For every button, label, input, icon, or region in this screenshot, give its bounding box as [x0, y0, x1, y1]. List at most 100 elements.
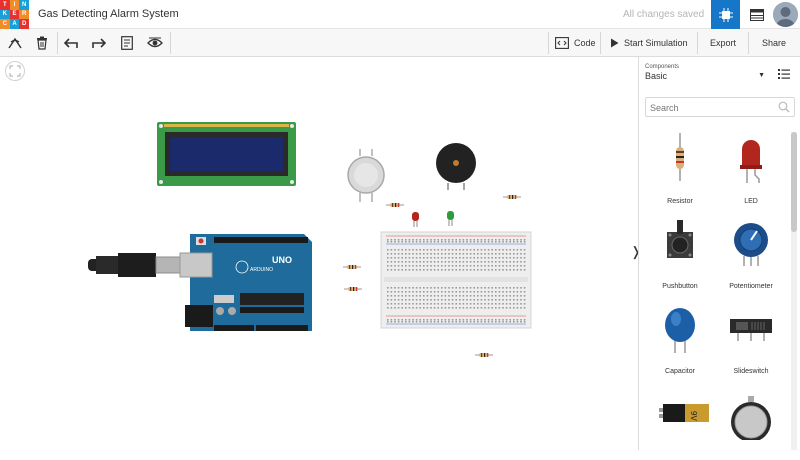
breadboard-hole	[487, 303, 490, 305]
component-tile-resistor[interactable]: Resistor	[645, 125, 715, 205]
breadboard-hole	[394, 321, 396, 323]
breadboard-hole	[394, 241, 396, 243]
code-button[interactable]: Code	[555, 35, 596, 51]
breadboard-hole	[520, 303, 522, 305]
scrollbar-thumb[interactable]	[791, 132, 797, 232]
panel-collapse-toggle[interactable]: ❭	[630, 244, 642, 259]
breadboard[interactable]	[380, 231, 532, 329]
breadboard-hole	[423, 299, 425, 301]
breadboard-hole	[513, 253, 515, 255]
resistor[interactable]	[503, 195, 521, 199]
resistor[interactable]	[344, 287, 362, 291]
lcd-display[interactable]	[157, 122, 296, 186]
list-view-button[interactable]	[775, 66, 793, 82]
arduino-uno[interactable]: UNO ARDUINO	[88, 234, 312, 331]
breadboard-hole	[426, 303, 429, 305]
breadboard-hole	[473, 291, 475, 293]
breadboard-hole	[487, 295, 490, 297]
breadboard-hole	[419, 291, 421, 293]
piezo-buzzer[interactable]	[436, 143, 476, 190]
start-simulation-button[interactable]: Start Simulation	[610, 35, 688, 51]
gas-sensor[interactable]	[347, 149, 385, 202]
breadboard-hole	[423, 291, 425, 293]
user-avatar[interactable]	[773, 2, 798, 27]
breadboard-hole	[466, 261, 468, 263]
component-tile-potentiometer[interactable]: Potentiometer	[716, 210, 786, 290]
resistor[interactable]	[343, 265, 361, 269]
rotate-button[interactable]	[6, 34, 24, 52]
breadboard-hole	[423, 265, 425, 267]
breadboard-hole	[513, 287, 515, 289]
breadboard-hole	[513, 319, 515, 321]
breadboard-hole	[387, 287, 389, 289]
breadboard-hole	[387, 319, 389, 321]
component-list-button[interactable]	[744, 0, 770, 29]
components-dropdown[interactable]: Components Basic ▼	[645, 64, 765, 88]
breadboard-hole	[502, 307, 504, 309]
redo-button[interactable]	[90, 34, 108, 52]
logo-letter: K	[0, 9, 10, 20]
circuit-canvas[interactable]: UNO ARDUINO	[0, 57, 638, 450]
breadboard-hole	[394, 265, 396, 267]
breadboard-hole	[437, 287, 439, 289]
breadboard-hole	[448, 257, 450, 259]
led-red[interactable]	[412, 212, 419, 227]
breadboard-hole	[401, 253, 403, 255]
delete-button[interactable]	[33, 34, 51, 52]
breadboard-hole	[451, 307, 454, 309]
visibility-button[interactable]	[146, 34, 164, 52]
breadboard-hole	[477, 239, 479, 241]
breadboard-hole	[426, 291, 429, 293]
breadboard-hole	[502, 265, 504, 267]
component-tile-coin-battery[interactable]	[716, 380, 786, 460]
component-tile-9v-battery[interactable]: 9V	[645, 380, 715, 460]
component-tile-led[interactable]: LED	[716, 125, 786, 205]
breadboard-hole	[419, 299, 421, 301]
zoom-to-fit-button[interactable]	[5, 61, 25, 81]
breadboard-hole	[523, 321, 526, 323]
resistor[interactable]	[386, 203, 404, 207]
undo-button[interactable]	[62, 34, 80, 52]
breadboard-hole	[520, 261, 522, 263]
notes-button[interactable]	[118, 34, 136, 52]
resistor[interactable]	[475, 353, 493, 357]
circuit-view-button[interactable]	[711, 0, 740, 29]
export-button[interactable]: Export	[710, 35, 736, 51]
component-tile-capacitor[interactable]: Capacitor	[645, 295, 715, 375]
breadboard-hole	[441, 299, 443, 301]
breadboard-hole	[441, 291, 443, 293]
component-search-input[interactable]	[646, 99, 766, 117]
breadboard-hole	[430, 287, 432, 289]
share-button[interactable]: Share	[762, 35, 786, 51]
breadboard-hole	[433, 241, 436, 243]
breadboard-hole	[419, 321, 421, 323]
component-tile-slideswitch[interactable]: Slideswitch	[716, 295, 786, 375]
design-title[interactable]: Gas Detecting Alarm System	[38, 8, 179, 20]
breadboard-hole	[455, 303, 457, 305]
breadboard-hole	[441, 287, 443, 289]
component-tile-pushbutton[interactable]: Pushbutton	[645, 210, 715, 290]
logo-letter: T	[0, 0, 10, 10]
breadboard-hole	[502, 239, 504, 241]
breadboard-hole	[484, 295, 486, 297]
breadboard-hole	[455, 287, 457, 289]
breadboard-hole	[523, 307, 526, 309]
breadboard-hole	[477, 257, 479, 259]
breadboard-hole	[477, 303, 479, 305]
breadboard-hole	[523, 299, 526, 301]
breadboard-hole	[455, 319, 457, 321]
panel-scrollbar[interactable]	[791, 132, 797, 450]
breadboard-hole	[466, 299, 468, 301]
breadboard-hole	[401, 239, 403, 241]
led-green[interactable]	[447, 211, 454, 226]
breadboard-hole	[441, 261, 443, 263]
breadboard-hole	[419, 261, 421, 263]
tinkercad-logo[interactable]: T I N K E R C A D	[0, 0, 29, 29]
toolbar-divider	[170, 32, 171, 54]
breadboard-hole	[469, 239, 472, 241]
breadboard-hole	[394, 303, 396, 305]
breadboard-hole	[426, 307, 429, 309]
breadboard-hole	[437, 257, 439, 259]
breadboard-hole	[397, 253, 400, 255]
breadboard-hole	[423, 303, 425, 305]
